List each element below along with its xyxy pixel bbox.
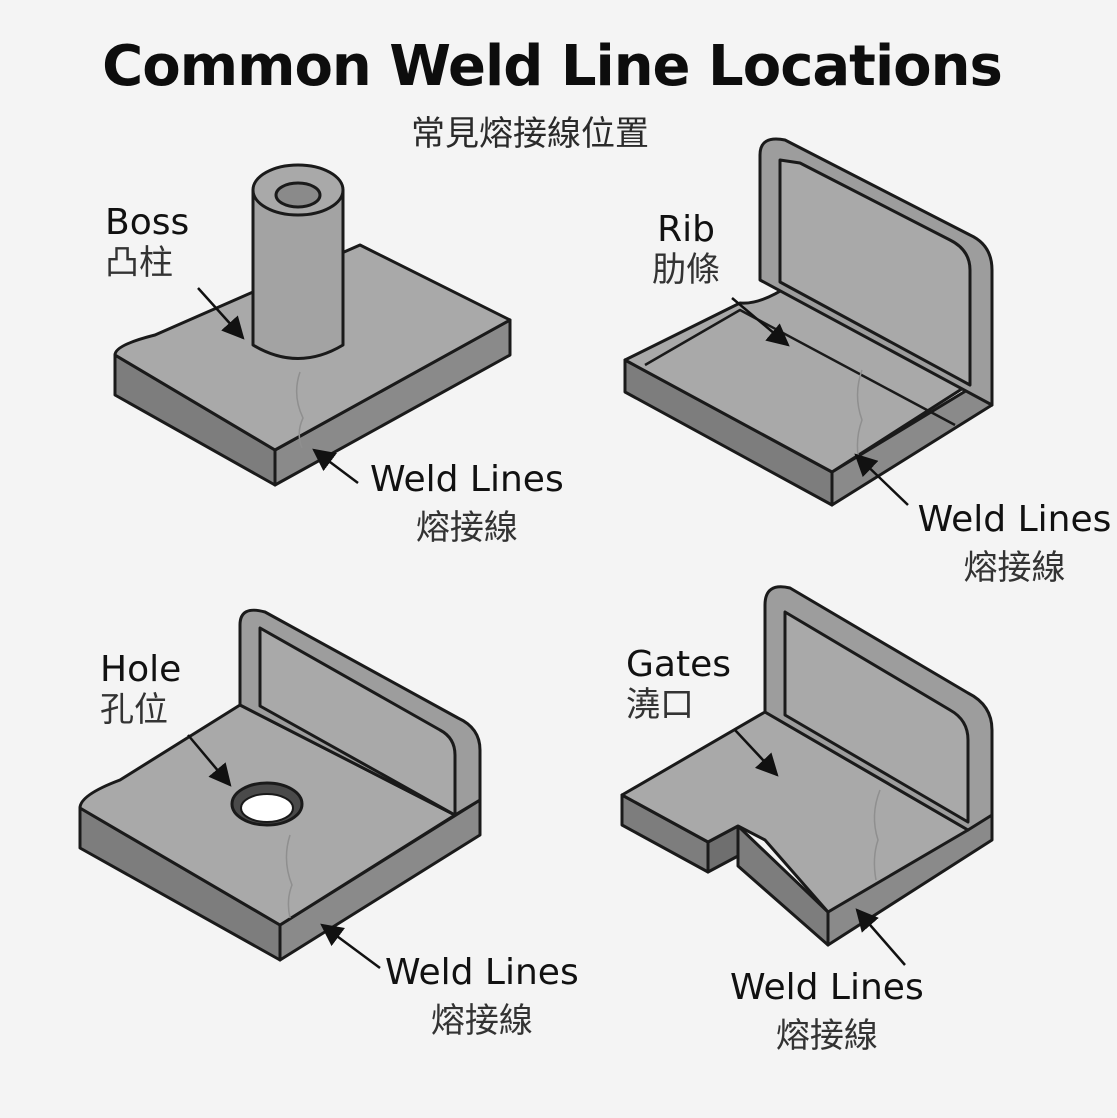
hole-weld-label: Weld Lines 熔接線 <box>385 952 579 1042</box>
hole-weld-label-en: Weld Lines <box>385 952 579 993</box>
hole-label-zh: 孔位 <box>100 690 168 730</box>
diagram-subtitle: 常見熔接線位置 <box>411 114 649 154</box>
gates-weld-label-en: Weld Lines <box>730 967 924 1008</box>
rib-weld-label: Weld Lines 熔接線 <box>912 500 1117 588</box>
boss-label: Boss 凸柱 <box>105 202 190 284</box>
rib-pointer-arrow <box>731 297 790 347</box>
hole-part <box>78 608 482 962</box>
gates-pointer-arrow <box>734 729 779 777</box>
gates-label: Gates 澆口 <box>626 644 731 726</box>
gates-label-zh: 澆口 <box>626 685 694 725</box>
gates-part <box>620 585 994 947</box>
rib-label: Rib 肋條 <box>652 209 720 291</box>
hole-label: Hole 孔位 <box>100 649 182 731</box>
hole-weld-crack <box>285 834 293 919</box>
boss-part <box>113 163 512 487</box>
boss-label-en: Boss <box>105 202 190 243</box>
hole-weld-arrow <box>320 923 381 970</box>
boss-weld-label-zh: 熔接線 <box>415 508 518 548</box>
gates-label-en: Gates <box>626 644 731 685</box>
gates-weld-label-zh: 熔接線 <box>775 1016 878 1056</box>
rib-weld-label-en: Weld Lines <box>917 500 1112 540</box>
rib-weld-crack <box>856 369 863 466</box>
boss-weld-label-en: Weld Lines <box>370 459 564 500</box>
rib-label-en: Rib <box>657 209 715 250</box>
hole-pointer-arrow <box>187 734 232 787</box>
rib-weld-label-zh: 熔接線 <box>963 548 1066 588</box>
rib-label-zh: 肋條 <box>652 250 720 290</box>
boss-weld-arrow <box>312 448 359 484</box>
boss-weld-label: Weld Lines 熔接線 <box>370 459 564 549</box>
boss-label-zh: 凸柱 <box>105 243 173 283</box>
boss-weld-crack <box>295 371 304 449</box>
gates-weld-crack <box>873 789 881 881</box>
rib-part <box>623 137 994 507</box>
gates-weld-arrow <box>855 908 906 966</box>
boss-pointer-arrow <box>197 287 245 340</box>
rib-weld-arrow <box>854 453 909 506</box>
gates-weld-label: Weld Lines 熔接線 <box>730 967 924 1057</box>
hole-label-en: Hole <box>100 649 182 690</box>
hole-weld-label-zh: 熔接線 <box>430 1001 533 1041</box>
diagram-title: Common Weld Line Locations <box>102 34 1003 99</box>
